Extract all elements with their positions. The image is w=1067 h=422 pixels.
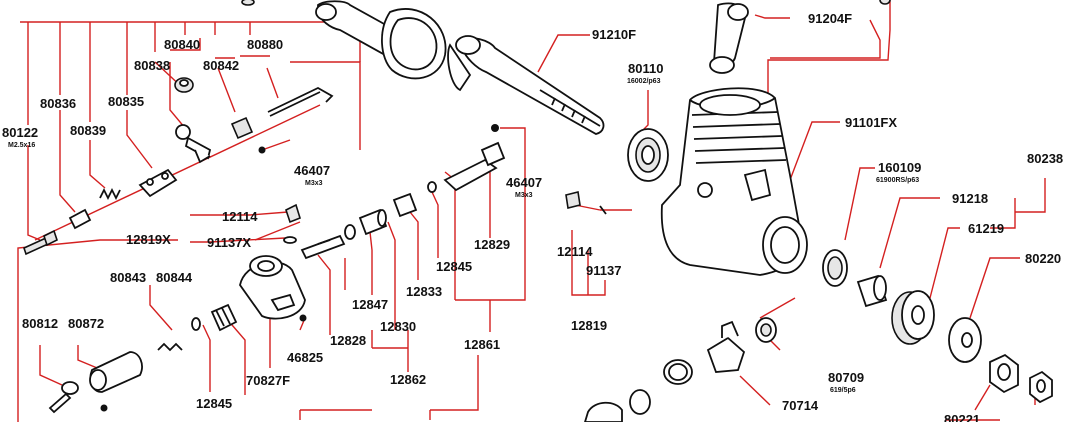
label-160109-size: 61900RS/p63 [876, 177, 919, 184]
label-91137: 91137 [586, 263, 621, 278]
label-46407-left-size: M3x3 [305, 180, 323, 187]
carb-spring2-part [210, 303, 238, 332]
linkage-arm-part [175, 124, 212, 164]
label-80110-size: 16002/p63 [627, 78, 661, 85]
set-screw-part [258, 146, 266, 154]
bottom-housing-part [584, 401, 623, 422]
ball-link-part [174, 77, 194, 93]
flywheel-part [891, 290, 935, 345]
needle-assembly-part [443, 141, 506, 192]
carb-spring-part [157, 342, 183, 352]
label-80838: 80838 [134, 58, 170, 73]
carb-washer-part [191, 317, 201, 331]
carb-fitting-part [283, 203, 301, 244]
label-80872: 80872 [68, 316, 104, 331]
label-80840: 80840 [164, 37, 200, 52]
label-12861: 12861 [464, 337, 500, 352]
parts-art [23, 0, 1053, 422]
lock-nut-part [1029, 370, 1053, 404]
needle-washer-part [344, 224, 356, 240]
crankshaft-part [447, 35, 605, 135]
label-12114-left: 12114 [222, 209, 258, 224]
top-screw-part [241, 0, 255, 6]
label-80842: 80842 [203, 58, 239, 73]
label-12114-right: 12114 [557, 244, 593, 259]
needle-sleeve-part [392, 192, 418, 218]
label-12847: 12847 [352, 297, 388, 312]
backplate-gasket-part [381, 8, 447, 80]
crankcase-part [660, 87, 808, 276]
rear-bearing-part [822, 249, 848, 287]
label-80880: 80880 [247, 37, 283, 52]
label-91210f: 91210F [592, 27, 636, 42]
sleeve-part [230, 116, 254, 140]
label-80122: 80122 [2, 125, 38, 140]
label-12862: 12862 [390, 372, 426, 387]
connecting-rod-part [709, 2, 749, 74]
label-12828: 12828 [330, 333, 366, 348]
small-bearing-part [755, 317, 777, 343]
label-12845-left: 12845 [196, 396, 232, 411]
part-number-labels: 80840 80880 80838 80842 80836 80835 8083… [2, 11, 1063, 422]
label-80843: 80843 [110, 270, 146, 285]
label-80844: 80844 [156, 270, 193, 285]
spring-part [99, 187, 121, 201]
label-80839: 80839 [70, 123, 106, 138]
label-91204f: 91204F [808, 11, 852, 26]
gasket-ring-part [663, 359, 693, 385]
label-80220: 80220 [1025, 251, 1061, 266]
label-80238: 80238 [1027, 151, 1063, 166]
label-46825: 46825 [287, 350, 323, 365]
throttle-rod-part [267, 86, 334, 117]
label-80221: 80221 [944, 412, 980, 422]
label-12830: 12830 [380, 319, 416, 334]
small-oring-part [427, 181, 437, 193]
label-70827f: 70827F [246, 373, 290, 388]
needle-set-screw-part [491, 124, 499, 132]
label-61219: 61219 [968, 221, 1004, 236]
needle-holder-part [358, 208, 388, 236]
label-70714: 70714 [782, 398, 819, 413]
label-160109: 160109 [878, 160, 921, 175]
label-80110: 80110 [628, 61, 663, 76]
carburetor-body-part [239, 255, 306, 320]
bottom-bearing-part [629, 389, 651, 415]
label-12845-mid: 12845 [436, 259, 472, 274]
leader-lines [17, 0, 1046, 422]
label-80836: 80836 [40, 96, 76, 111]
linkage-screw-part [23, 229, 58, 256]
fuel-nipple-part [565, 191, 607, 215]
spacer-part [68, 208, 92, 230]
thrust-spacer-part [856, 274, 888, 308]
needle-valve-part [300, 234, 346, 260]
label-91101fx: 91101FX [845, 115, 897, 130]
idle-set-screw-part [100, 404, 108, 412]
label-80709: 80709 [828, 370, 864, 385]
washer-part [948, 317, 982, 363]
label-80812: 80812 [22, 316, 58, 331]
label-12819: 12819 [571, 318, 607, 333]
throttle-arm-part [138, 168, 178, 198]
carb-screw-part [299, 314, 307, 322]
label-80709-size: 619/5p6 [830, 387, 856, 394]
label-46407-left: 46407 [294, 163, 330, 178]
starter-shaft-part [706, 320, 746, 373]
label-91137x: 91137X [207, 235, 251, 250]
top-bolt-part [879, 0, 891, 5]
flywheel-nut-part [989, 353, 1019, 394]
label-80835: 80835 [108, 94, 144, 109]
muffler-flange-part [315, 0, 398, 56]
label-12833: 12833 [406, 284, 442, 299]
idle-screw-part [48, 381, 79, 414]
label-80122-size: M2.5x16 [8, 142, 35, 149]
label-46407-mid-size: M3x3 [515, 192, 533, 199]
label-12829: 12829 [474, 237, 510, 252]
label-12819x: 12819X [126, 232, 171, 247]
label-46407-mid: 46407 [506, 175, 542, 190]
label-91218: 91218 [952, 191, 988, 206]
rotor-part [89, 351, 143, 393]
front-bearing-part [627, 128, 669, 182]
